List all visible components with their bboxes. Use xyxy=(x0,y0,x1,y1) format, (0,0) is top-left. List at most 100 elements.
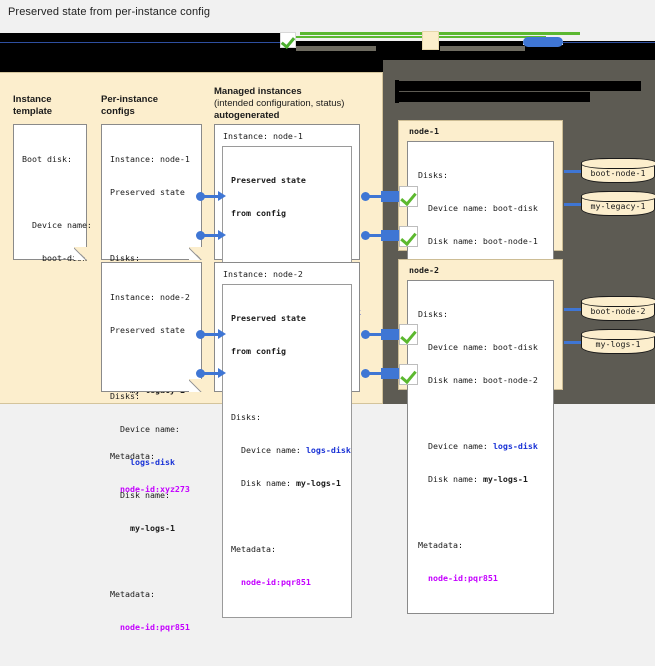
cfg2-metadata-value: node-id:pqr851 xyxy=(110,622,190,632)
connector-dot-cfg2-disk xyxy=(196,330,205,339)
disk-cylinder-my-legacy-1: my-legacy-1 xyxy=(580,190,655,216)
node2-disks-label: Disks: xyxy=(418,309,448,319)
template-line-boot-disk: Boot disk: xyxy=(22,154,72,164)
connector-arrow-cfg2-metadata xyxy=(218,368,226,378)
node1-boot-device: Device name: boot-disk xyxy=(418,203,538,213)
managed2-metadata-label: Metadata: xyxy=(231,544,276,554)
cfg2-device-name-label: Device name: xyxy=(110,424,180,434)
managed2-disk-value: my-logs-1 xyxy=(295,478,341,488)
page-fold-icon xyxy=(189,247,202,260)
connector-block-managed2-disk xyxy=(381,329,400,340)
legend-cream-swatch-icon xyxy=(422,31,439,50)
instance-template-card: Boot disk: Device name: boot-disk xyxy=(13,124,92,263)
managed2-device-label: Device name: xyxy=(231,445,306,455)
connector-dot-cfg2-metadata xyxy=(196,369,205,378)
connector-block-managed1-metadata xyxy=(381,230,400,241)
legend-gray-rule xyxy=(296,46,376,51)
column-heading-managed-instances: Managed instances (intended configuratio… xyxy=(214,86,344,122)
legend-blue-rule-right xyxy=(560,42,655,43)
managed-instance-card-node-1: Instance: node-1 Preserved state from co… xyxy=(214,124,361,480)
node2-extra-disk-row: Disk name: my-logs-1 xyxy=(418,474,547,485)
managed2-metadata-value: node-id:pqr851 xyxy=(231,577,311,587)
legend-redaction-right xyxy=(563,41,655,50)
node1-name: node-1 xyxy=(409,126,439,136)
right-panel-title-redaction-line2 xyxy=(398,92,590,102)
node2-extra-disk-value: my-logs-1 xyxy=(482,474,528,484)
managed1-preserved-line2: from config xyxy=(231,208,286,218)
managed2-spacer1 xyxy=(231,379,345,390)
green-check-icon-node2-metadata xyxy=(399,364,418,385)
cfg2-spacer1 xyxy=(110,358,195,369)
right-panel-top-bar xyxy=(383,60,655,72)
node2-spacer1 xyxy=(418,408,547,419)
managed2-preserved-line2: from config xyxy=(231,346,286,356)
column-heading-per-instance-configs: Per-instance configs xyxy=(101,94,159,117)
managed-heading-line1: Managed instances xyxy=(214,86,302,97)
connector-dot-managed2-metadata xyxy=(361,369,370,378)
cfg2-preserved: Preserved state xyxy=(110,325,185,335)
managed-instance-card-node-2: Instance: node-2 Preserved state from co… xyxy=(214,262,360,618)
connector-dot-cfg1-metadata xyxy=(196,231,205,240)
green-check-icon-node1-metadata xyxy=(399,226,418,247)
connector-line-managed1-metadata xyxy=(368,234,382,237)
managed2-spacer2 xyxy=(231,511,345,522)
cfg2-disk-name-label: Disk name: xyxy=(110,490,170,500)
connector-line-cfg2-metadata xyxy=(203,372,219,375)
cfg2-instance: Instance: node-2 xyxy=(110,292,190,302)
cfg1-disks-label: Disks: xyxy=(110,253,140,263)
disk-label: boot-node-2 xyxy=(590,305,646,316)
legend-gray-rule-2 xyxy=(440,46,525,51)
node-card-node-1: node-1 Disks: Device name: boot-disk Dis… xyxy=(398,120,563,475)
managed-heading-line2: (intended configuration, status) xyxy=(214,98,345,109)
cfg2-metadata-label: Metadata: xyxy=(110,589,155,599)
node2-extra-device-row: Device name: logs-disk xyxy=(418,441,547,452)
connector-dot-managed1-metadata xyxy=(361,231,370,240)
cfg2-spacer2 xyxy=(110,556,195,567)
node2-metadata-label: Metadata: xyxy=(418,540,463,550)
green-check-icon-node1-disk xyxy=(399,186,418,207)
node1-boot-disk: Disk name: boot-node-1 xyxy=(418,236,538,246)
node2-name: node-2 xyxy=(409,265,439,275)
node2-spacer2 xyxy=(418,507,547,518)
template-spacer xyxy=(22,187,80,198)
managed1-preserved-line1: Preserved state xyxy=(231,175,306,185)
node2-boot-disk: Disk name: boot-node-2 xyxy=(418,375,538,385)
column-heading-instance-template: Instance template xyxy=(13,94,53,117)
connector-line-managed2-metadata xyxy=(368,372,382,375)
connector-line-managed2-disk xyxy=(368,333,382,336)
managed2-preserved-line1: Preserved state xyxy=(231,313,306,323)
managed2-disk-label: Disk name: xyxy=(231,478,296,488)
connector-line-managed1-disk xyxy=(368,195,382,198)
node2-extra-device-label: Device name: xyxy=(418,441,493,451)
per-instance-config-card-node-1: Instance: node-1 Preserved state Disks: … xyxy=(101,124,202,494)
legend-redaction-mid1 xyxy=(296,41,422,50)
node2-body: Disks: Device name: boot-disk Disk name:… xyxy=(407,280,554,614)
connector-line-node2-extra-disk xyxy=(564,341,583,344)
managed2-device-value: logs-disk xyxy=(305,445,351,455)
diagram-caption: Preserved state from per-instance config xyxy=(8,6,211,18)
per-instance-config-card-node-2: Instance: node-2 Preserved state Disks: … xyxy=(101,262,202,632)
left-panel-top-redaction xyxy=(0,60,383,72)
connector-line-cfg2-disk xyxy=(203,333,219,336)
template-line-device-name: Device name: xyxy=(22,220,92,230)
disk-label: boot-node-1 xyxy=(590,167,646,178)
disk-cylinder-boot-node-2: boot-node-2 xyxy=(580,295,655,321)
connector-line-cfg1-metadata xyxy=(203,234,219,237)
legend-blue-rule xyxy=(0,42,280,43)
legend-redaction-mid2 xyxy=(439,41,523,50)
cfg2-disk-name-value: my-logs-1 xyxy=(110,523,175,533)
managed2-body: Preserved state from config Disks: Devic… xyxy=(222,284,352,618)
managed2-disks-label: Disks: xyxy=(231,412,261,422)
connector-dot-cfg1-disk xyxy=(196,192,205,201)
connector-dot-managed2-disk xyxy=(361,330,370,339)
diagram-canvas: Preserved state from per-instance config… xyxy=(0,0,655,404)
managed2-device-row: Device name: logs-disk xyxy=(231,445,351,456)
node2-boot-device: Device name: boot-disk xyxy=(418,342,538,352)
legend-blue-pill-icon xyxy=(523,37,563,47)
managed2-disk-row: Disk name: my-logs-1 xyxy=(231,478,345,489)
connector-line-cfg1-disk xyxy=(203,195,219,198)
legend-redaction-left xyxy=(0,33,280,45)
managed2-title: Instance: node-2 xyxy=(223,269,303,279)
legend-green-rule-2 xyxy=(296,36,546,38)
cfg1-instance: Instance: node-1 xyxy=(110,154,190,164)
